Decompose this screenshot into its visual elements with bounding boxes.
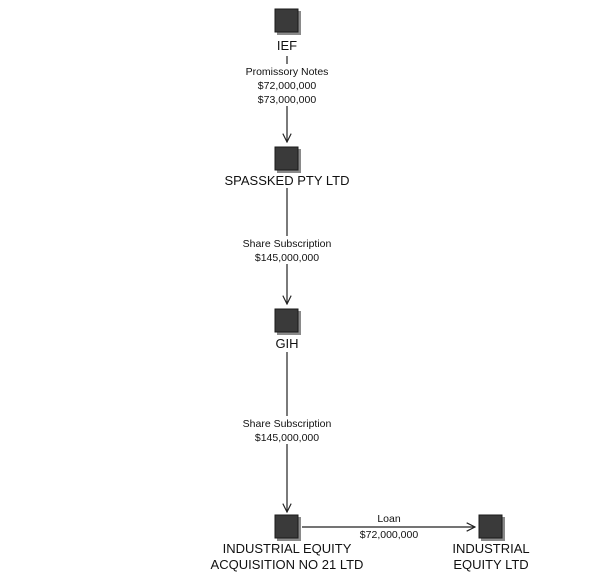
- node-label: IEF: [277, 38, 297, 53]
- node-industrial-equity: INDUSTRIAL EQUITY LTD: [452, 514, 530, 572]
- edge-label-loan: Loan: [377, 513, 401, 525]
- node-label-line-2: EQUITY LTD: [453, 557, 528, 572]
- edge-label-amount: $145,000,000: [255, 252, 319, 264]
- edge-label-amount: $72,000,000: [360, 529, 419, 541]
- node-label: GIH: [275, 336, 298, 351]
- edge-gih-to-acquisition: Share Subscription $145,000,000: [238, 352, 336, 512]
- node-gih: GIH: [274, 308, 301, 351]
- node-acquisition: INDUSTRIAL EQUITY ACQUISITION NO 21 LTD: [211, 514, 364, 572]
- edge-label-share-subscription: Share Subscription: [243, 238, 332, 250]
- node-spassked: SPASSKED PTY LTD: [225, 146, 350, 188]
- entity-box: [274, 8, 299, 33]
- edge-ief-to-spassked: Promissory Notes $72,000,000 $73,000,000: [242, 56, 332, 142]
- entity-box: [478, 514, 503, 539]
- entity-box: [274, 514, 299, 539]
- edge-label-promissory-notes: Promissory Notes: [246, 66, 329, 78]
- edge-acquisition-to-industrial-equity: Loan $72,000,000: [302, 513, 475, 541]
- edge-spassked-to-gih: Share Subscription $145,000,000: [238, 188, 336, 304]
- edge-label-share-subscription: Share Subscription: [243, 418, 332, 430]
- edge-label-amount: $145,000,000: [255, 432, 319, 444]
- node-label-line-1: INDUSTRIAL: [452, 541, 529, 556]
- edge-label-amount-1: $72,000,000: [258, 80, 317, 92]
- node-label-line-2: ACQUISITION NO 21 LTD: [211, 557, 364, 572]
- node-ief: IEF: [274, 8, 301, 53]
- edge-label-amount-2: $73,000,000: [258, 94, 317, 106]
- entity-box: [274, 308, 299, 333]
- node-label-line-1: INDUSTRIAL EQUITY: [223, 541, 352, 556]
- node-label: SPASSKED PTY LTD: [225, 173, 350, 188]
- entity-box: [274, 146, 299, 171]
